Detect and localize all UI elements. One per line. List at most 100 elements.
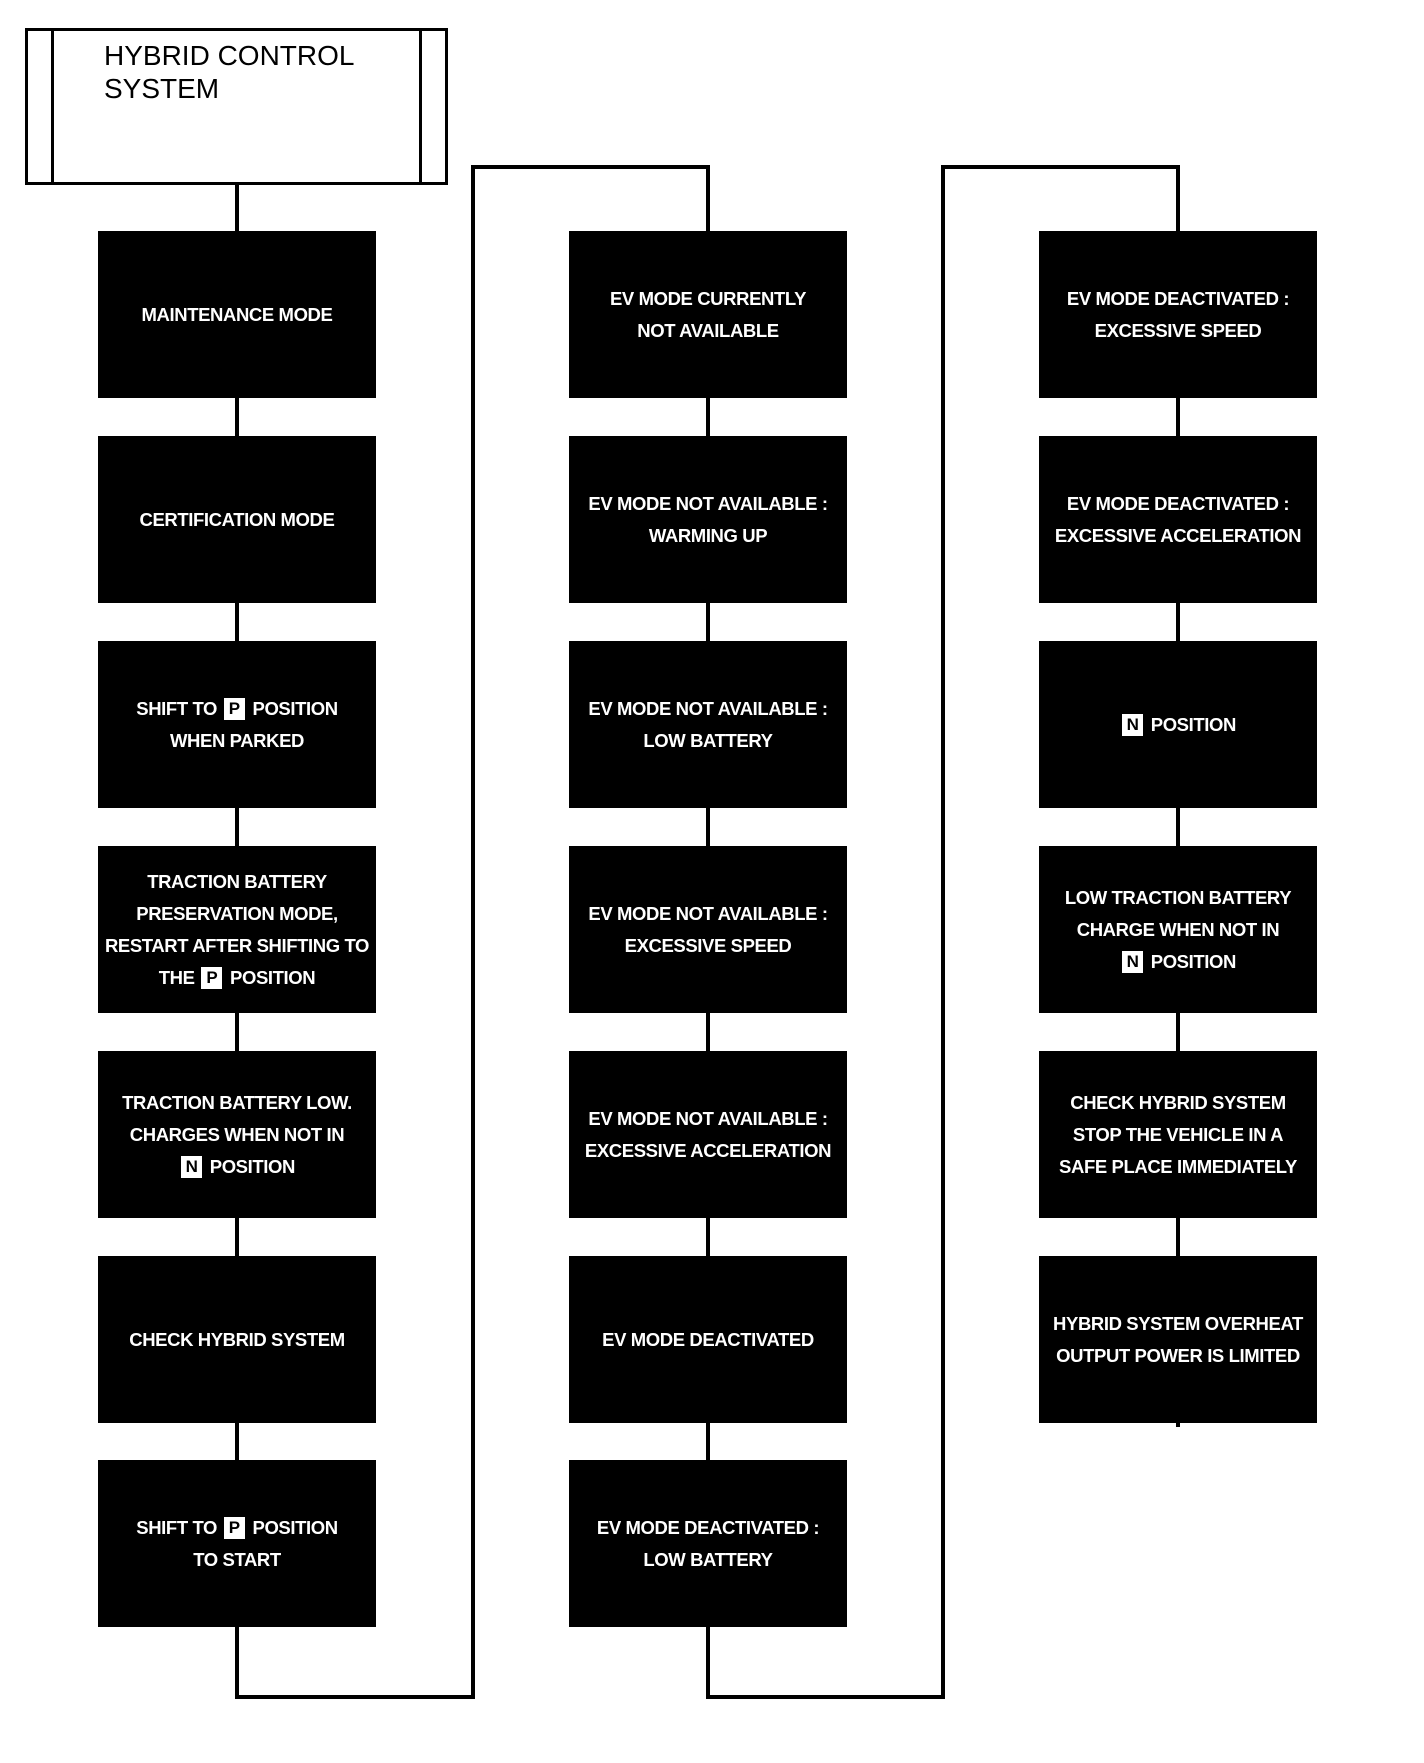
message-text: LOW BATTERY bbox=[643, 729, 773, 751]
message-line: SHIFT TO P POSITION bbox=[136, 1512, 339, 1544]
message-text: EV MODE DEACTIVATED : bbox=[1066, 492, 1290, 514]
message-text: TRACTION BATTERY LOW. bbox=[122, 1091, 352, 1113]
message-text: EV MODE DEACTIVATED : bbox=[1066, 287, 1290, 309]
message-line: N POSITION bbox=[1120, 946, 1236, 978]
message-text: OUTPUT POWER IS LIMITED bbox=[1056, 1344, 1300, 1366]
message-box-ev-mode-not-available-low-battery: EV MODE NOT AVAILABLE : LOW BATTERY bbox=[569, 641, 847, 808]
message-box-hybrid-system-overheat: HYBRID SYSTEM OVERHEAT OUTPUT POWER IS LI… bbox=[1039, 1256, 1317, 1423]
message-box-ev-mode-deactivated-excessive-speed: EV MODE DEACTIVATED : EXCESSIVE SPEED bbox=[1039, 231, 1317, 398]
message-text: SAFE PLACE IMMEDIATELY bbox=[1059, 1155, 1297, 1177]
gear-position-p-icon: P bbox=[223, 697, 245, 720]
message-line: RESTART AFTER SHIFTING TO bbox=[105, 930, 369, 962]
message-line: CHARGE WHEN NOT IN bbox=[1077, 914, 1280, 946]
message-text: POSITION bbox=[225, 966, 316, 988]
message-line: LOW TRACTION BATTERY bbox=[1065, 882, 1292, 914]
message-line: CHECK HYBRID SYSTEM bbox=[1070, 1087, 1286, 1119]
message-line: EXCESSIVE ACCELERATION bbox=[1054, 520, 1302, 552]
message-text: MAINTENANCE MODE bbox=[141, 303, 333, 325]
message-text: THE bbox=[158, 966, 200, 988]
message-line: CHECK HYBRID SYSTEM bbox=[129, 1324, 345, 1356]
message-line: SHIFT TO P POSITION bbox=[136, 693, 339, 725]
message-box-ev-mode-deactivated-excessive-acceleration: EV MODE DEACTIVATED : EXCESSIVE ACCELERAT… bbox=[1039, 436, 1317, 603]
message-line: LOW BATTERY bbox=[643, 725, 773, 757]
message-text: RESTART AFTER SHIFTING TO bbox=[104, 934, 370, 956]
message-text: SHIFT TO bbox=[136, 697, 222, 719]
message-text: POSITION bbox=[1146, 950, 1237, 972]
gear-position-p-icon: P bbox=[201, 966, 223, 989]
message-text: POSITION bbox=[247, 697, 339, 719]
message-text: EV MODE CURRENTLY bbox=[609, 287, 807, 309]
message-text: EV MODE NOT AVAILABLE : bbox=[588, 1107, 828, 1129]
message-line: OUTPUT POWER IS LIMITED bbox=[1056, 1340, 1300, 1372]
message-box-check-hybrid-system: CHECK HYBRID SYSTEM bbox=[98, 1256, 376, 1423]
message-text: EV MODE NOT AVAILABLE : bbox=[588, 697, 828, 719]
message-text: POSITION bbox=[205, 1155, 296, 1177]
message-line: EV MODE DEACTIVATED : bbox=[1066, 488, 1290, 520]
message-box-n-position: N POSITION bbox=[1039, 641, 1317, 808]
message-line: WARMING UP bbox=[648, 520, 768, 552]
message-box-traction-battery-low: TRACTION BATTERY LOW. CHARGES WHEN NOT IN… bbox=[98, 1051, 376, 1218]
message-text: NOT AVAILABLE bbox=[637, 319, 779, 341]
message-box-ev-mode-not-available-excessive-speed: EV MODE NOT AVAILABLE : EXCESSIVE SPEED bbox=[569, 846, 847, 1013]
connector-col1-to-col2 bbox=[235, 165, 710, 1699]
gear-position-n-icon: N bbox=[1122, 713, 1144, 736]
message-text: CHECK HYBRID SYSTEM bbox=[1070, 1091, 1286, 1113]
message-text: TRACTION BATTERY bbox=[147, 870, 327, 892]
message-box-ev-mode-deactivated: EV MODE DEACTIVATED bbox=[569, 1256, 847, 1423]
message-line: HYBRID SYSTEM OVERHEAT bbox=[1053, 1308, 1303, 1340]
message-text: POSITION bbox=[1146, 713, 1237, 735]
message-line: WHEN PARKED bbox=[170, 725, 304, 757]
message-text: EV MODE DEACTIVATED bbox=[602, 1328, 814, 1350]
message-line: PRESERVATION MODE, bbox=[136, 898, 338, 930]
message-text: EXCESSIVE ACCELERATION bbox=[1054, 524, 1302, 546]
message-line: EXCESSIVE ACCELERATION bbox=[584, 1135, 832, 1167]
message-text: EXCESSIVE ACCELERATION bbox=[584, 1139, 832, 1161]
message-box-maintenance-mode: MAINTENANCE MODE bbox=[98, 231, 376, 398]
message-text: EXCESSIVE SPEED bbox=[1094, 319, 1262, 341]
message-line: EV MODE NOT AVAILABLE : bbox=[588, 898, 828, 930]
message-text: STOP THE VEHICLE IN A bbox=[1072, 1123, 1284, 1145]
message-line: EV MODE CURRENTLY bbox=[610, 283, 806, 315]
message-text: CERTIFICATION MODE bbox=[139, 508, 335, 530]
gear-position-p-icon: P bbox=[223, 1516, 245, 1539]
message-line: EV MODE DEACTIVATED : bbox=[1066, 283, 1290, 315]
message-line: EV MODE DEACTIVATED : bbox=[597, 1512, 820, 1544]
message-line: EV MODE NOT AVAILABLE : bbox=[588, 693, 828, 725]
message-box-ev-mode-not-available-excessive-acceleration: EV MODE NOT AVAILABLE : EXCESSIVE ACCELER… bbox=[569, 1051, 847, 1218]
message-line: CHARGES WHEN NOT IN bbox=[129, 1119, 345, 1151]
message-text: EV MODE NOT AVAILABLE : bbox=[588, 492, 828, 514]
message-box-check-hybrid-system-stop-vehicle: CHECK HYBRID SYSTEM STOP THE VEHICLE IN A… bbox=[1039, 1051, 1317, 1218]
message-box-shift-to-p-when-parked: SHIFT TO P POSITION WHEN PARKED bbox=[98, 641, 376, 808]
message-line: MAINTENANCE MODE bbox=[142, 299, 333, 331]
gear-position-n-icon: N bbox=[1122, 950, 1144, 973]
message-line: EV MODE NOT AVAILABLE : bbox=[588, 1103, 828, 1135]
message-line: NOT AVAILABLE bbox=[637, 315, 779, 347]
message-line: EV MODE NOT AVAILABLE : bbox=[588, 488, 828, 520]
message-line: EXCESSIVE SPEED bbox=[1095, 315, 1262, 347]
message-line: EV MODE DEACTIVATED bbox=[602, 1324, 814, 1356]
message-line: TRACTION BATTERY bbox=[147, 866, 327, 898]
message-line: CERTIFICATION MODE bbox=[140, 504, 335, 536]
message-text: CHARGES WHEN NOT IN bbox=[129, 1123, 345, 1145]
message-line: THE P POSITION bbox=[159, 962, 316, 994]
message-line: EXCESSIVE SPEED bbox=[625, 930, 792, 962]
message-text: LOW BATTERY bbox=[643, 1548, 773, 1570]
message-text: EXCESSIVE SPEED bbox=[624, 934, 792, 956]
message-text: SHIFT TO bbox=[136, 1516, 222, 1538]
message-text: WHEN PARKED bbox=[169, 729, 304, 751]
message-line: STOP THE VEHICLE IN A bbox=[1072, 1119, 1284, 1151]
message-line: LOW BATTERY bbox=[643, 1544, 773, 1576]
message-box-ev-mode-not-available-warming-up: EV MODE NOT AVAILABLE : WARMING UP bbox=[569, 436, 847, 603]
message-box-ev-mode-deactivated-low-battery: EV MODE DEACTIVATED : LOW BATTERY bbox=[569, 1460, 847, 1627]
message-text: HYBRID SYSTEM OVERHEAT bbox=[1053, 1312, 1303, 1334]
connector-col2-to-col3 bbox=[706, 165, 1180, 1699]
message-text: POSITION bbox=[247, 1516, 339, 1538]
message-line: TO START bbox=[193, 1544, 281, 1576]
message-text: WARMING UP bbox=[648, 524, 768, 546]
message-text: PRESERVATION MODE, bbox=[136, 902, 338, 924]
message-text: CHECK HYBRID SYSTEM bbox=[129, 1328, 345, 1350]
message-line: N POSITION bbox=[1120, 709, 1236, 741]
message-box-ev-mode-currently-not-available: EV MODE CURRENTLY NOT AVAILABLE bbox=[569, 231, 847, 398]
